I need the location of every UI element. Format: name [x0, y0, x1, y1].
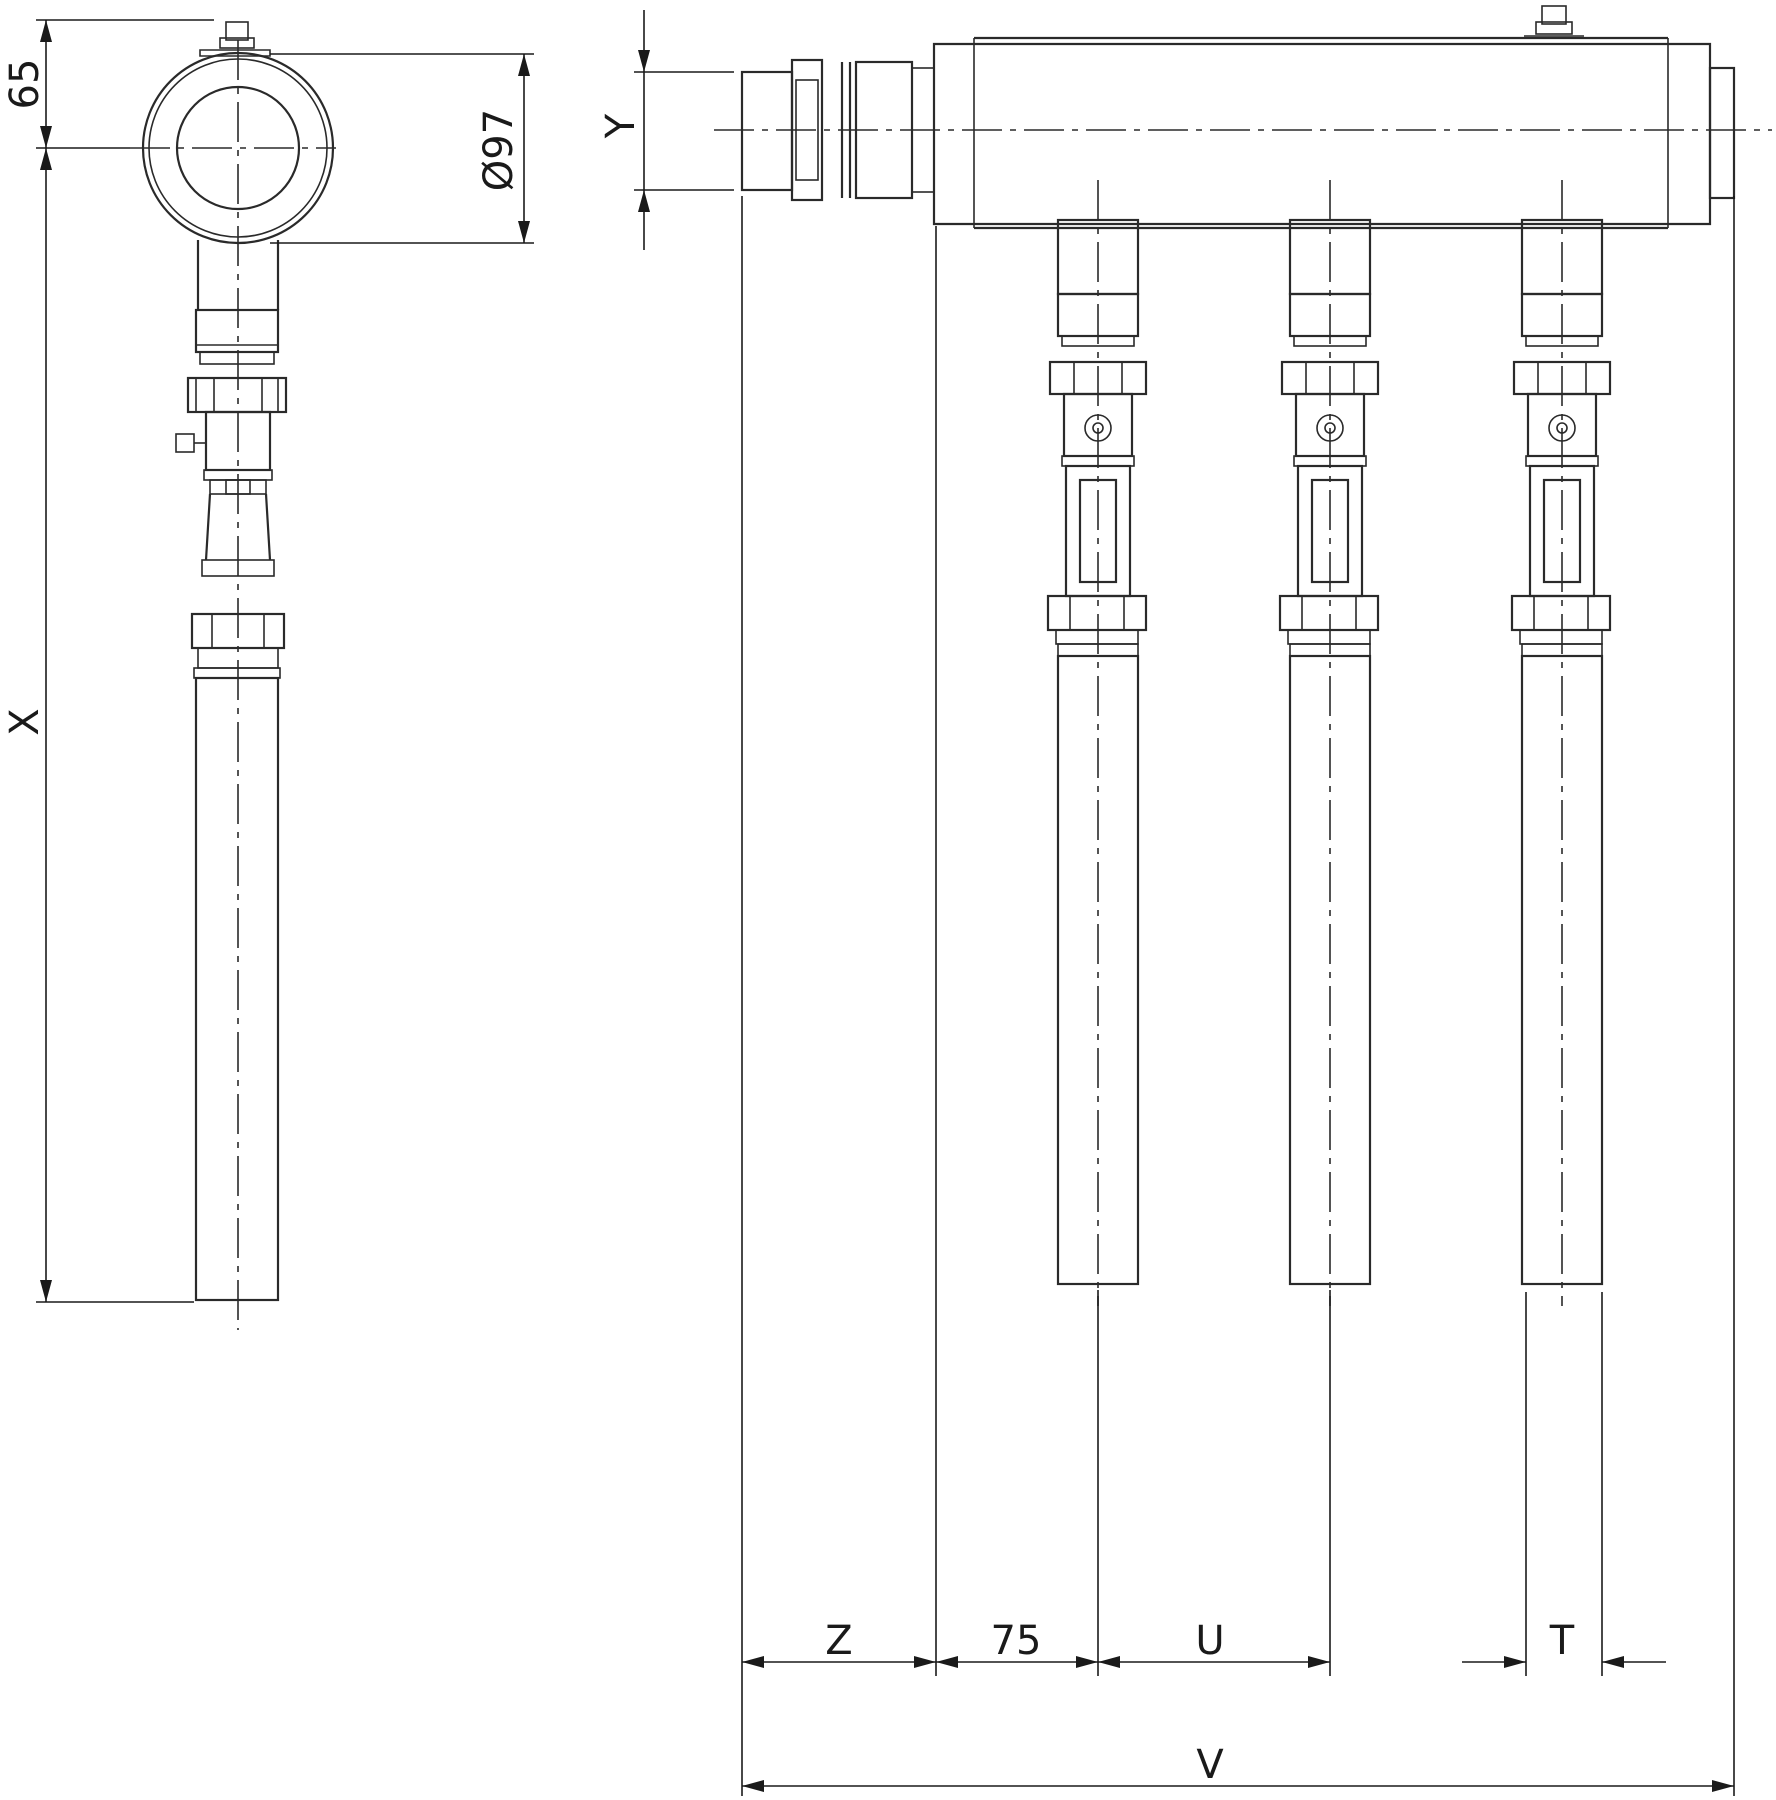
label-diameter-97: Ø97: [476, 109, 522, 191]
dim-75: 75: [936, 1618, 1098, 1668]
label-y: Y: [598, 113, 644, 139]
label-75: 75: [991, 1618, 1042, 1664]
label-u: U: [1195, 1618, 1224, 1664]
outlet-branch-3: [1510, 218, 1612, 1286]
dim-65: 65: [2, 19, 214, 149]
label-65: 65: [2, 59, 48, 110]
dim-v: V: [742, 1742, 1734, 1792]
label-v: V: [1196, 1742, 1224, 1788]
outlet-branch-2: [1278, 218, 1380, 1286]
outlet-branch-1: [1046, 218, 1148, 1286]
dim-diameter: Ø97: [270, 53, 534, 244]
header-vent: [1524, 5, 1584, 37]
dim-z: Z: [742, 1618, 936, 1668]
dim-y: Y: [598, 10, 734, 250]
side-branch: [175, 240, 288, 1302]
side-view: [130, 21, 336, 1330]
dim-x: X: [2, 148, 194, 1303]
extension-lines: [741, 196, 1735, 1796]
side-vent-screw: [199, 21, 271, 57]
label-x: X: [2, 708, 48, 735]
label-z: Z: [825, 1618, 852, 1664]
label-t: T: [1549, 1618, 1575, 1664]
dim-t: T: [1462, 1618, 1666, 1668]
dim-u: U: [1098, 1618, 1330, 1668]
header-body: [932, 36, 1736, 230]
front-view: [714, 5, 1772, 1306]
